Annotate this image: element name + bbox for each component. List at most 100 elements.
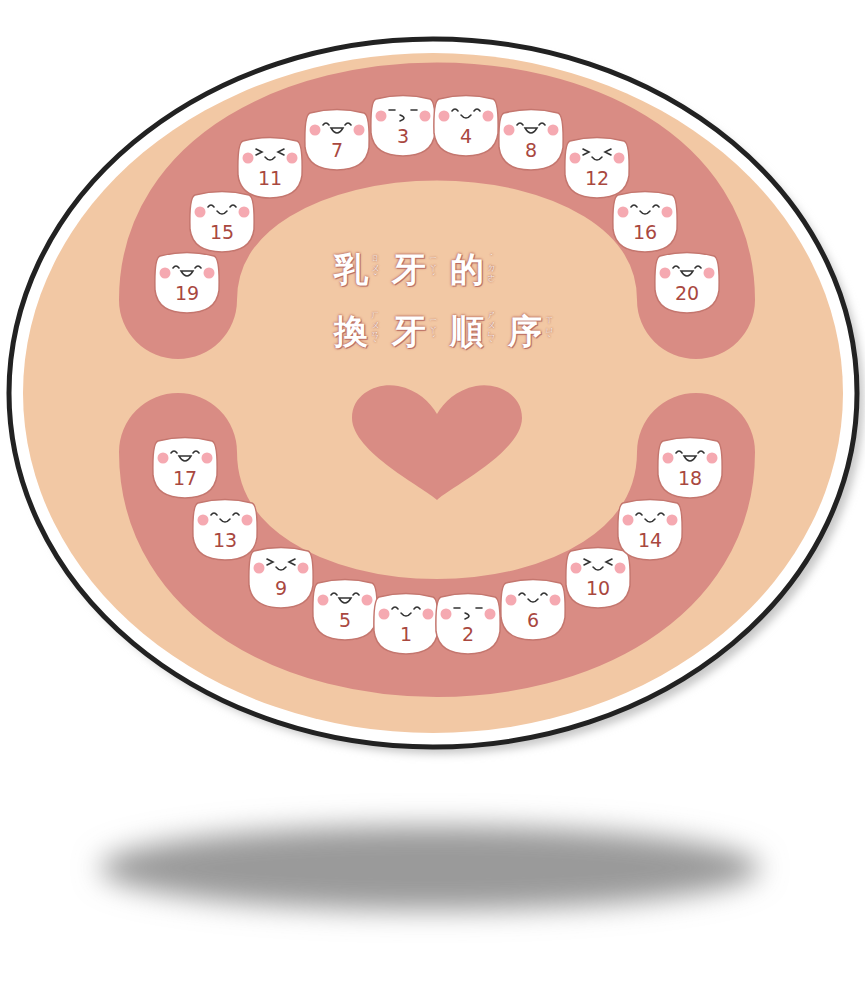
tooth-outline — [501, 580, 565, 641]
tooth-number: 4 — [433, 95, 499, 147]
cheek — [704, 268, 715, 279]
tooth-eyes — [631, 205, 659, 207]
tooth-number: 7 — [304, 109, 370, 161]
tooth: 8 — [498, 109, 564, 171]
cheek — [623, 515, 634, 526]
cheek — [202, 453, 213, 464]
tooth-number: 2 — [435, 593, 501, 645]
tooth: 16 — [612, 191, 678, 253]
tooth-outline — [436, 594, 500, 655]
tooth-outline — [249, 548, 313, 609]
plate-ground — [23, 53, 843, 733]
cheek — [570, 153, 581, 164]
tooth-outline — [238, 138, 302, 199]
cheek — [379, 609, 390, 620]
cheek — [504, 125, 515, 136]
tooth: 18 — [657, 437, 723, 499]
cheek — [663, 453, 674, 464]
cheek — [242, 515, 253, 526]
tooth-mouth — [593, 567, 603, 570]
tooth: 1 — [373, 593, 439, 655]
tooth-outline — [153, 438, 217, 499]
tooth-number: 15 — [189, 191, 255, 243]
cheek — [158, 453, 169, 464]
cheek — [243, 153, 254, 164]
tooth-eyes — [673, 266, 701, 268]
tooth-eyes — [517, 123, 545, 125]
tooth-mouth — [179, 456, 191, 461]
zhuyin-label: ㄧㄚˊ — [429, 316, 438, 346]
cheek — [420, 111, 431, 122]
zhuyin-label: ˙ㄉㄜ — [487, 254, 496, 284]
tooth: 11 — [237, 137, 303, 199]
cheek — [571, 563, 582, 574]
floor-shadow — [100, 826, 760, 910]
tooth-mouth — [592, 157, 602, 160]
tooth-eyes — [173, 266, 201, 268]
tooth: 14 — [617, 499, 683, 561]
tooth-outline — [565, 138, 629, 199]
tooth-number: 9 — [248, 547, 314, 599]
diagram-title: 乳牙的 換牙順序 — [334, 238, 564, 362]
tooth-eyes — [171, 451, 199, 453]
cheek — [318, 595, 329, 606]
tooth-mouth — [339, 598, 351, 603]
tooth-mouth — [465, 613, 469, 619]
tooth-outline — [313, 580, 377, 641]
tooth-eyes — [392, 607, 420, 609]
tooth-outline — [371, 96, 435, 157]
tooth-number: 20 — [654, 252, 720, 304]
cheek — [376, 111, 387, 122]
tooth-mouth — [461, 115, 471, 118]
cheek — [354, 125, 365, 136]
tooth-outline — [566, 548, 630, 609]
tooth-eyes — [267, 559, 295, 565]
tooth-number: 11 — [237, 137, 303, 189]
cheek — [548, 125, 559, 136]
cheek — [485, 609, 496, 620]
tooth: 6 — [500, 579, 566, 641]
tooth-eyes — [211, 513, 239, 515]
tooth-number: 8 — [498, 109, 564, 161]
tooth-mouth — [640, 211, 650, 214]
tooth: 3 — [370, 95, 436, 157]
tooth-outline — [374, 594, 438, 655]
tooth-mouth — [684, 456, 696, 461]
tooth-mouth — [265, 157, 275, 160]
tooth-mouth — [276, 567, 286, 570]
tooth-eyes — [584, 559, 612, 565]
tooth-mouth — [217, 211, 227, 214]
zhuyin-label: ㄧㄚˊ — [429, 254, 438, 284]
tooth: 9 — [248, 547, 314, 609]
cheek — [662, 207, 673, 218]
tooth: 19 — [154, 252, 220, 314]
cheek — [195, 207, 206, 218]
cheek — [707, 453, 718, 464]
tooth: 5 — [312, 579, 378, 641]
tooth-mouth — [181, 271, 193, 276]
tooth-number: 6 — [500, 579, 566, 631]
tooth: 7 — [304, 109, 370, 171]
cheek — [204, 268, 215, 279]
cheek — [198, 515, 209, 526]
tooth-outline — [305, 110, 369, 171]
plate-outline — [9, 39, 857, 747]
tooth-outline — [658, 438, 722, 499]
tooth-number: 14 — [617, 499, 683, 551]
tooth-eyes — [208, 205, 236, 207]
tooth-outline — [155, 253, 219, 314]
cheek — [160, 268, 171, 279]
tooth: 17 — [152, 437, 218, 499]
cheek — [423, 609, 434, 620]
tooth-number: 17 — [152, 437, 218, 489]
tooth-outline — [190, 192, 254, 253]
cheek — [660, 268, 671, 279]
tooth-number: 5 — [312, 579, 378, 631]
cheek — [310, 125, 321, 136]
tooth-outline — [193, 500, 257, 561]
cheek — [618, 207, 629, 218]
cheek — [550, 595, 561, 606]
cheek — [614, 153, 625, 164]
